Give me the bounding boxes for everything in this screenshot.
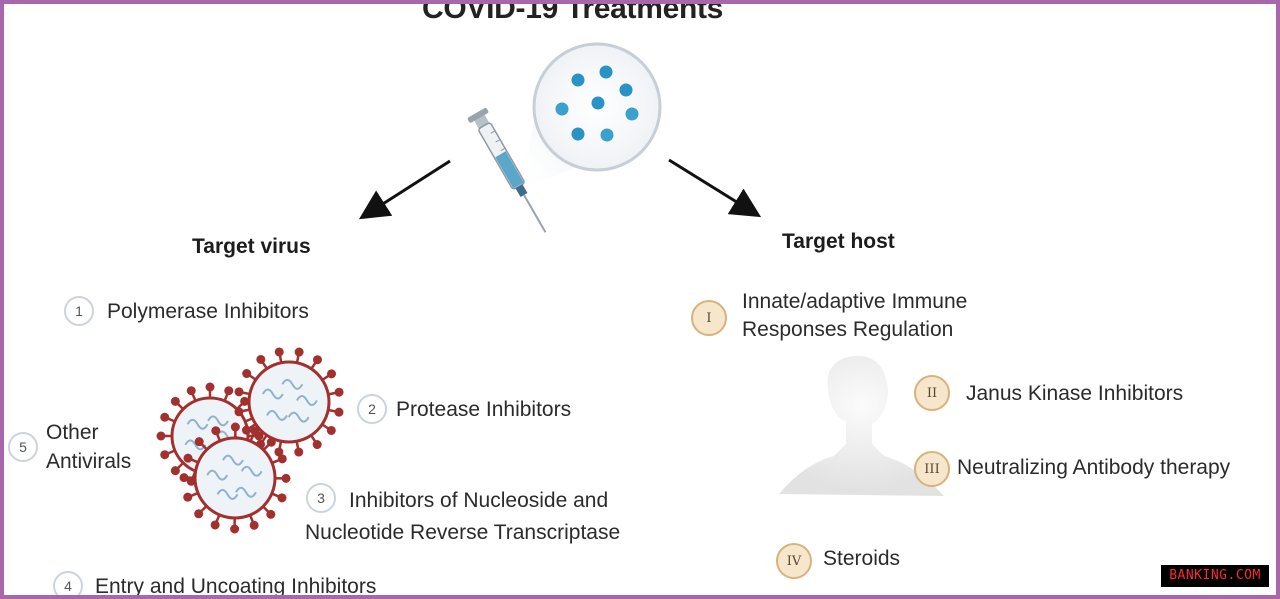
janus-kinase-label: Janus Kinase Inhibitors xyxy=(966,382,1184,405)
banking-watermark: BANKING.COM xyxy=(1161,565,1269,587)
target-virus-header: Target virus xyxy=(192,235,311,258)
entry-uncoating-inhibitors-label: Entry and Uncoating Inhibitors xyxy=(95,575,377,598)
protease-inhibitors-label: Protease Inhibitors xyxy=(396,398,572,421)
coronavirus-icon xyxy=(156,347,344,534)
coronavirus-particle xyxy=(234,347,344,457)
badge-2: 2 xyxy=(357,394,387,424)
illustration-layer xyxy=(156,42,944,534)
arrow-icon-right xyxy=(668,158,762,218)
syringe-icon xyxy=(467,107,547,233)
badge-I: I xyxy=(691,300,727,336)
immune-regulation-line1: Innate/adaptive Immune xyxy=(742,290,968,313)
droplet-magnifier-icon xyxy=(532,42,662,172)
nucleoside-inhibitors-line1: Inhibitors of Nucleoside and xyxy=(349,489,609,512)
steroids-label: Steroids xyxy=(823,547,901,570)
immune-regulation-line2: Responses Regulation xyxy=(742,318,954,341)
badge-IV: IV xyxy=(776,543,812,579)
badge-3: 3 xyxy=(306,483,336,513)
badge-5: 5 xyxy=(8,432,38,462)
target-host-header: Target host xyxy=(782,230,895,253)
neutralizing-antibody-label: Neutralizing Antibody therapy xyxy=(957,456,1231,479)
badge-4: 4 xyxy=(53,571,83,595)
page-title: COVID-19 Treatments xyxy=(422,0,724,25)
coronavirus-particle xyxy=(179,422,291,534)
other-antivirals-line2: Antivirals xyxy=(46,450,132,473)
human-head-icon xyxy=(779,355,944,496)
badge-III: III xyxy=(914,451,950,487)
nucleoside-inhibitors-line2: Nucleotide Reverse Transcriptase xyxy=(305,521,621,544)
badge-II: II xyxy=(914,375,950,411)
polymerase-inhibitors-label: Polymerase Inhibitors xyxy=(107,300,309,323)
other-antivirals-line1: Other xyxy=(46,421,99,444)
arrow-icon-left xyxy=(358,159,451,220)
badge-1: 1 xyxy=(64,296,94,326)
